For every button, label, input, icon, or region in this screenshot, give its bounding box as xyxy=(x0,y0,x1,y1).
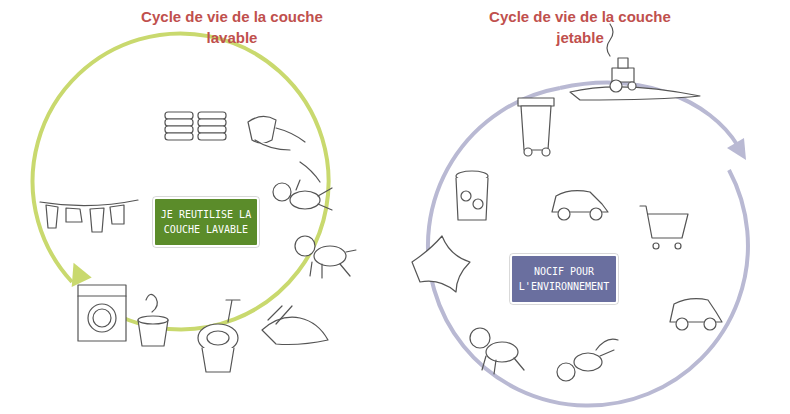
baby-changing xyxy=(273,162,332,210)
box-text: JE REUTILISE LA COUCHE LAVABLE xyxy=(160,207,252,237)
message-box: JE REUTILISE LA COUCHE LAVABLE xyxy=(153,197,259,247)
message-box: NOCIF POUR L'ENVIRONNEMENT xyxy=(510,254,618,304)
trash-bin xyxy=(518,98,554,156)
washable-cycle-ring xyxy=(33,33,329,329)
washing-machine xyxy=(78,285,126,341)
diaper-insert xyxy=(262,306,328,345)
disposable-cycle-ring xyxy=(428,83,748,406)
diaper-stack xyxy=(165,112,226,140)
diaper-in-hands xyxy=(248,116,305,150)
shopping-cart xyxy=(640,206,688,249)
bucket xyxy=(138,294,168,346)
disposable-diaper xyxy=(412,236,470,292)
box-text: NOCIF POUR L'ENVIRONNEMENT xyxy=(517,264,611,294)
car xyxy=(670,299,722,330)
crawling-baby xyxy=(470,328,524,374)
cycle-title: Cycle de vie de la couche lavable xyxy=(122,6,342,48)
clothes-line xyxy=(40,200,138,232)
diaper-pail xyxy=(456,171,488,220)
car xyxy=(552,191,608,220)
cycle-title: Cycle de vie de la couche jetable xyxy=(470,6,690,48)
toilet xyxy=(198,300,240,372)
baby-changing xyxy=(557,339,618,381)
crawling-baby xyxy=(295,236,356,278)
